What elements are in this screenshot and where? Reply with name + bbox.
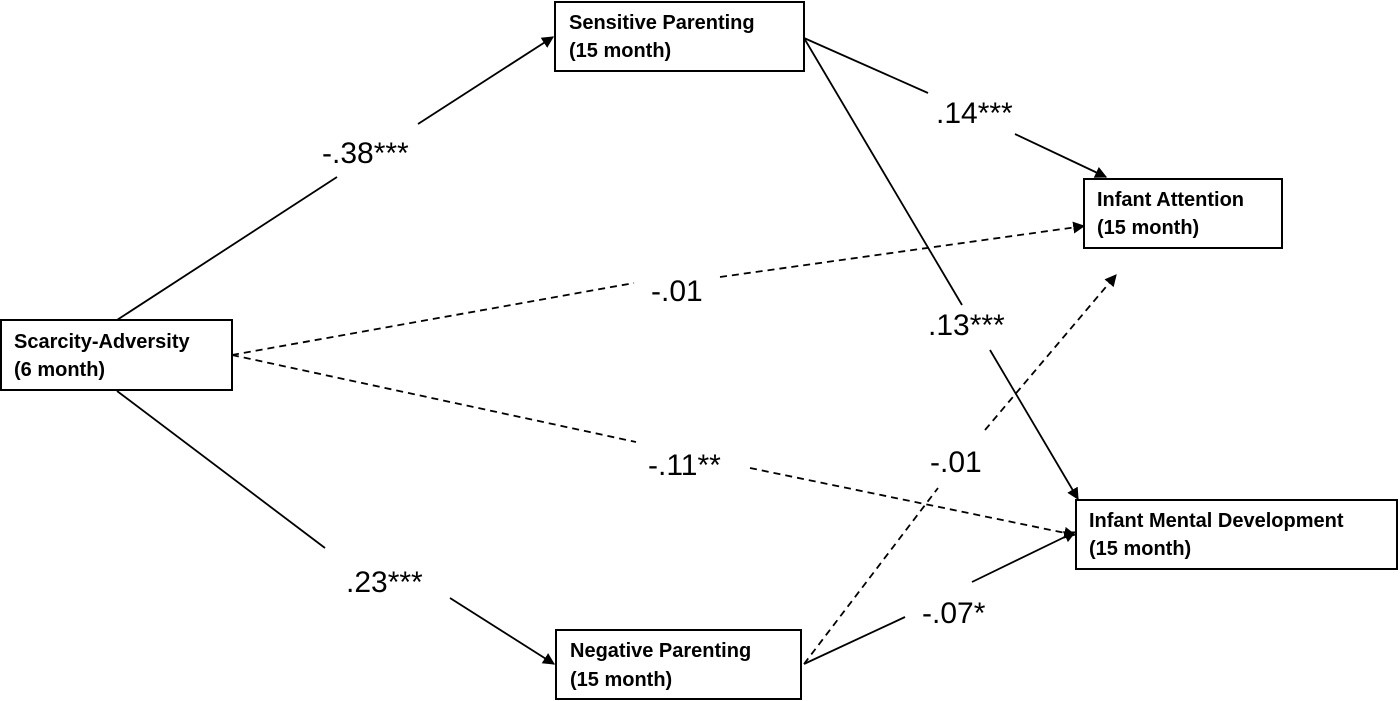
coef-negative-mental: -.07* bbox=[922, 597, 986, 630]
coef-sensitive-mental: .13*** bbox=[928, 309, 1005, 342]
path-negative-mental-seg1 bbox=[803, 616, 906, 665]
coef-sensitive-attention: .14*** bbox=[936, 97, 1013, 130]
node-negative-title: Negative Parenting bbox=[570, 640, 751, 662]
coef-scarcity-attention: -.01 bbox=[651, 275, 703, 308]
path-scarcity-mental-seg2 bbox=[749, 467, 1077, 539]
path-scarcity-mental-seg1 bbox=[231, 354, 637, 443]
path-scarcity-attention-seg1 bbox=[231, 282, 635, 356]
path-sensitive-attention-seg1 bbox=[803, 37, 929, 94]
node-mental-title: Infant Mental Development bbox=[1089, 510, 1344, 532]
path-scarcity-negative-seg2 bbox=[449, 597, 556, 665]
path-sensitive-attention-seg2 bbox=[1014, 133, 1108, 178]
path-negative-attention-seg1 bbox=[803, 487, 939, 665]
node-negative-parenting: Negative Parenting (15 month) bbox=[555, 629, 802, 700]
path-sensitive-mental-seg2 bbox=[989, 349, 1079, 501]
node-sensitive-parenting: Sensitive Parenting (15 month) bbox=[554, 1, 805, 72]
coef-scarcity-sensitive: -.38*** bbox=[322, 137, 409, 170]
path-negative-attention-seg2 bbox=[984, 274, 1117, 431]
path-negative-mental-seg2 bbox=[971, 531, 1077, 583]
node-infant-attention: Infant Attention (15 month) bbox=[1083, 178, 1283, 249]
node-infant-mental-development: Infant Mental Development (15 month) bbox=[1075, 499, 1398, 570]
node-mental-timepoint: (15 month) bbox=[1089, 538, 1191, 560]
node-scarcity-adversity: Scarcity-Adversity (6 month) bbox=[0, 319, 233, 391]
node-sensitive-timepoint: (15 month) bbox=[569, 40, 671, 62]
node-negative-timepoint: (15 month) bbox=[570, 669, 672, 691]
node-attention-timepoint: (15 month) bbox=[1097, 217, 1199, 239]
coef-scarcity-mental: -.11** bbox=[648, 449, 721, 482]
path-scarcity-attention-seg2 bbox=[719, 221, 1086, 278]
path-scarcity-sensitive-seg1 bbox=[116, 176, 338, 321]
node-attention-title: Infant Attention bbox=[1097, 189, 1244, 211]
node-scarcity-timepoint: (6 month) bbox=[14, 359, 105, 381]
node-sensitive-title: Sensitive Parenting bbox=[569, 12, 755, 34]
coef-scarcity-negative: .23*** bbox=[346, 566, 423, 599]
path-scarcity-sensitive-seg2 bbox=[417, 36, 555, 125]
node-scarcity-title: Scarcity-Adversity bbox=[14, 331, 191, 353]
path-sensitive-mental-seg1 bbox=[803, 37, 963, 306]
path-scarcity-negative-seg1 bbox=[116, 390, 326, 549]
coef-negative-attention: -.01 bbox=[930, 446, 982, 479]
